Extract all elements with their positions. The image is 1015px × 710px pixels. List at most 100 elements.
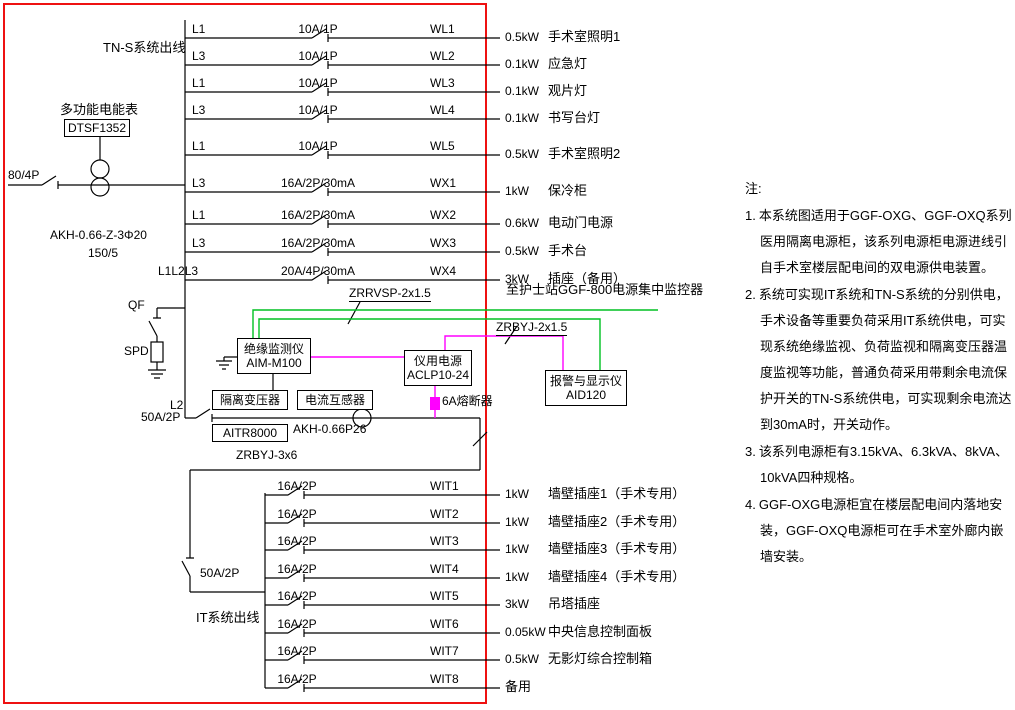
- load-name: 墙壁插座2（手术专用）: [548, 514, 686, 529]
- nurse-station-label: 至护士站GGF-800电源集中监控器: [506, 282, 704, 297]
- it-main-breaker-rating: 50A/2P: [200, 566, 240, 580]
- load-power: 0.5kW: [505, 147, 540, 161]
- incoming-rating: 80/4P: [8, 168, 40, 182]
- cabinet-boundary-frame: [3, 3, 487, 704]
- circuit-code: WIT3: [430, 534, 459, 548]
- load-name: 应急灯: [548, 56, 588, 71]
- circuit-code: WIT7: [430, 644, 459, 658]
- breaker-rating: 10A/1P: [298, 22, 338, 36]
- circuit-code: WX2: [430, 208, 457, 222]
- load-power: 1kW: [505, 487, 529, 501]
- phase-label: L3: [192, 176, 206, 190]
- energy-meter-ct: [90, 137, 110, 197]
- spd-label: SPD: [124, 344, 149, 358]
- insulation-monitor-label: 绝缘监测仪: [243, 342, 304, 356]
- fuse-label: 6A熔断器: [442, 394, 493, 408]
- cable-zrrvsp-label: ZRRVSP-2x1.5: [349, 286, 431, 302]
- circuit-code: WIT5: [430, 589, 459, 603]
- notes-panel: 注: 1.本系统图适用于GGF-OXG、GGF-OXQ系列医用隔离电源柜，该系列…: [745, 176, 1015, 570]
- note-text: 系统可实现IT系统和TN-S系统的分别供电，手术设备等重要负荷采用IT系统供电，…: [758, 287, 1012, 432]
- load-name: 无影灯综合控制箱: [548, 651, 653, 666]
- breaker-rating: 16A/2P: [277, 617, 317, 631]
- tx-breaker-rating: 50A/2P: [141, 410, 181, 424]
- load-name: 吊塔插座: [548, 596, 601, 611]
- load-power: 0.6kW: [505, 216, 540, 230]
- instrument-power-label: 仪用电源: [413, 354, 462, 368]
- it-branch-lines: [265, 485, 500, 692]
- breaker-rating: 16A/2P/30mA: [280, 208, 356, 222]
- load-power: 3kW: [505, 597, 529, 611]
- phase-l2-label: L2: [170, 398, 184, 412]
- load-power: 3kW: [505, 272, 529, 286]
- breaker-rating: 16A/2P/30mA: [280, 176, 356, 190]
- note-item: 1.本系统图适用于GGF-OXG、GGF-OXQ系列医用隔离电源柜，该系列电源柜…: [745, 203, 1015, 281]
- main-incoming-lines: [8, 20, 481, 688]
- monitor-signal-lines-green: [252, 309, 658, 370]
- qf-spd-branch: [148, 307, 185, 379]
- phase-label: L3: [192, 49, 206, 63]
- breaker-rating: 16A/2P: [277, 534, 317, 548]
- load-name: 墙壁插座1（手术专用）: [548, 486, 686, 501]
- main-ct-model: AKH-0.66-Z-3Φ20: [50, 228, 147, 242]
- circuit-code: WX4: [430, 264, 457, 278]
- note-text: GGF-OXG电源柜宜在楼层配电间内落地安装，GGF-OXQ电源柜可在手术室外廊…: [758, 497, 1004, 564]
- load-power: 1kW: [505, 515, 529, 529]
- meter-model-box: DTSF1352: [64, 119, 130, 137]
- signal-lines-magenta: [310, 335, 564, 418]
- tns-branch-lines: [185, 28, 500, 284]
- circuit-code: WL2: [430, 49, 455, 63]
- notes-title: 注:: [745, 181, 762, 196]
- circuit-code: WL1: [430, 22, 455, 36]
- breaker-rating: 10A/1P: [298, 49, 338, 63]
- load-power: 1kW: [505, 542, 529, 556]
- ct-coil-icon: [90, 159, 110, 179]
- isolation-transformer-model: AITR8000: [222, 426, 278, 440]
- meter-model: DTSF1352: [67, 121, 127, 135]
- breaker-rating: 16A/2P/30mA: [280, 236, 356, 250]
- qf-label: QF: [128, 298, 145, 312]
- load-name: 保冷柜: [548, 183, 588, 198]
- phase-label: L3: [192, 236, 206, 250]
- note-number: 3.: [745, 444, 756, 459]
- breaker-rating: 10A/1P: [298, 139, 338, 153]
- load-name: 中央信息控制面板: [548, 624, 653, 639]
- phase-label: L1: [192, 208, 206, 222]
- note-text: 本系统图适用于GGF-OXG、GGF-OXQ系列医用隔离电源柜，该系列电源柜电源…: [758, 208, 1012, 275]
- breaker-rating: 16A/2P: [277, 644, 317, 658]
- current-transformer-label: 电流互感器: [304, 393, 365, 407]
- breaker-rating: 16A/2P: [277, 562, 317, 576]
- breaker-rating: 16A/2P: [277, 672, 317, 686]
- note-text: 该系列电源柜有3.15kVA、6.3kVA、8kVA、10kVA四种规格。: [758, 444, 1009, 485]
- ct-coil-icon: [90, 177, 110, 197]
- phase-label: L1: [192, 76, 206, 90]
- isolation-transformer-label: 隔离变压器: [219, 393, 280, 407]
- load-power: 0.1kW: [505, 84, 540, 98]
- load-name: 备用: [505, 679, 532, 694]
- phase-label: L3: [192, 103, 206, 117]
- breaker-rating: 16A/2P: [277, 589, 317, 603]
- load-name: 手术室照明2: [548, 146, 621, 161]
- load-name: 手术台: [548, 243, 588, 258]
- load-power: 0.5kW: [505, 244, 540, 258]
- tns-system-label: TN-S系统出线: [103, 40, 186, 55]
- note-item: 4.GGF-OXG电源柜宜在楼层配电间内落地安装，GGF-OXQ电源柜可在手术室…: [745, 492, 1015, 570]
- circuit-code: WL5: [430, 139, 455, 153]
- load-power: 0.5kW: [505, 652, 540, 666]
- load-power: 1kW: [505, 184, 529, 198]
- cable-zrbyj2-label: ZRBYJ-2x1.5: [496, 320, 568, 336]
- circuit-code: WIT4: [430, 562, 459, 576]
- circuit-code: WIT8: [430, 672, 459, 686]
- circuit-code: WIT2: [430, 507, 459, 521]
- load-name: 墙壁插座4（手术专用）: [548, 569, 686, 584]
- circuit-code: WIT1: [430, 479, 459, 493]
- instrument-power-model: ACLP10-24: [406, 368, 470, 382]
- alarm-display-label: 报警与显示仪: [549, 374, 622, 388]
- current-transformer-box: 电流互感器: [297, 390, 373, 410]
- cable-zrbyj3-label: ZRBYJ-3x6: [236, 448, 298, 462]
- phase-label: L1L2L3: [158, 264, 199, 278]
- isolation-transformer-box: 隔离变压器: [212, 390, 288, 410]
